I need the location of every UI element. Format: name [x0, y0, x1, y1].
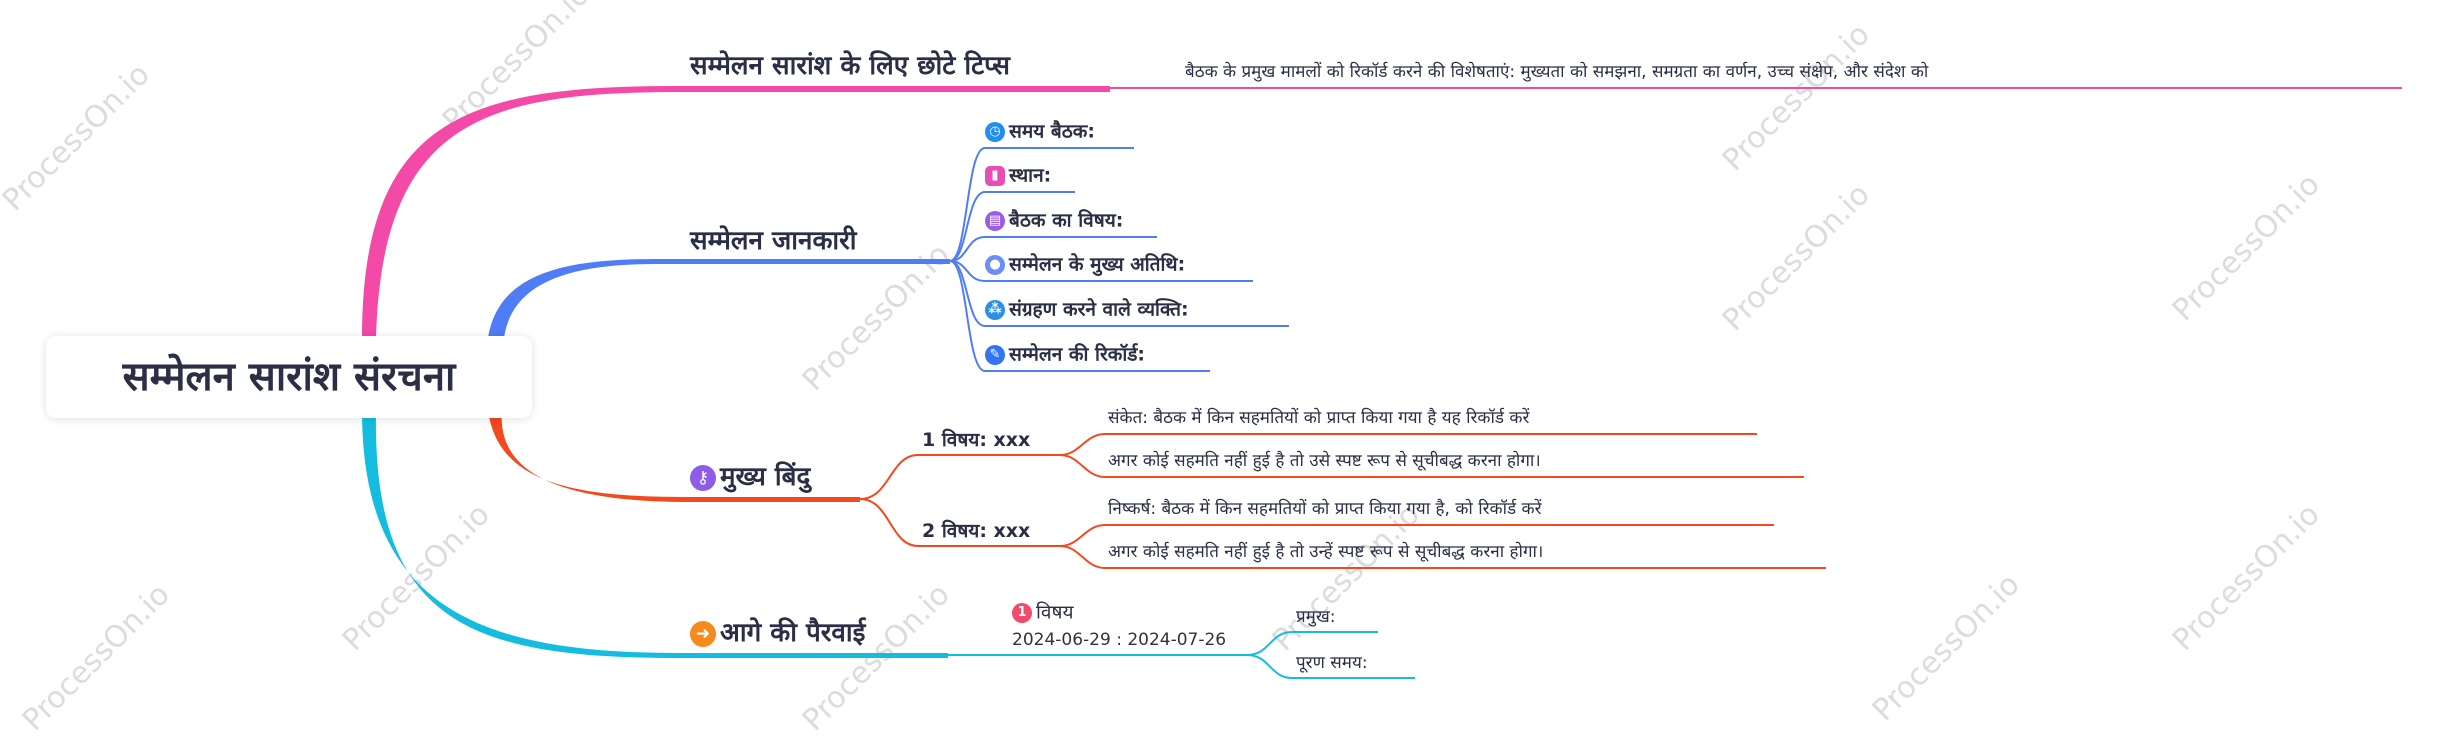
info-item-collector[interactable]: ⁂संग्रहण करने वाले व्यक्ति:: [985, 300, 1189, 320]
location-icon: ▮: [985, 166, 1005, 186]
followup-task-dates: 2024-06-29 : 2024-07-26: [1012, 630, 1227, 650]
info-item-record[interactable]: ✎सम्मेलन की रिकॉर्ड:: [985, 345, 1145, 365]
followup-task-label: विषय: [1036, 601, 1074, 624]
followup-completion-time[interactable]: पूरण समय:: [1296, 653, 1368, 673]
info-item-time[interactable]: ◷समय बैठक:: [985, 122, 1095, 142]
info-item-guest[interactable]: ●सम्मेलन के मुख्य अतिथि:: [985, 255, 1185, 275]
cyan-sub-connectors: [948, 631, 1415, 679]
info-item-collector-label: संग्रहण करने वाले व्यक्ति:: [1009, 298, 1189, 321]
keypoint-topic-1[interactable]: 1 विषय: xxx: [922, 429, 1031, 451]
branch-tips-title[interactable]: सम्मेलन सारांश के लिए छोटे टिप्स: [690, 51, 1010, 81]
clock-icon: ◷: [985, 122, 1005, 142]
arrow-right-icon: ➜: [690, 620, 716, 647]
info-item-time-label: समय बैठक:: [1009, 120, 1095, 143]
pencil-icon: ✎: [985, 345, 1005, 365]
branch-keypoints-label: मुख्य बिंदु: [720, 462, 811, 492]
key-icon: ⚷: [690, 464, 716, 491]
person-icon: ●: [985, 255, 1005, 275]
keypoint-2-note-1[interactable]: निष्कर्ष: बैठक में किन सहमतियों को प्राप…: [1108, 499, 1542, 519]
keypoint-topic-2[interactable]: 2 विषय: xxx: [922, 520, 1031, 542]
red-sub-connectors: [859, 433, 1826, 569]
keypoint-1-note-1[interactable]: संकेत: बैठक में किन सहमतियों को प्राप्त …: [1108, 408, 1530, 428]
blue-sub-connectors: [949, 147, 1289, 372]
branch-blue-connector: [488, 259, 950, 338]
info-item-topic-label: बैठक का विषय:: [1009, 209, 1124, 232]
branch-info-title[interactable]: सम्मेलन जानकारी: [690, 226, 857, 256]
root-topic[interactable]: सम्मेलन सारांश संरचना: [46, 336, 532, 418]
info-item-topic[interactable]: ▤बैठक का विषय:: [985, 211, 1123, 231]
group-icon: ⁂: [985, 300, 1005, 320]
keypoint-2-note-2[interactable]: अगर कोई सहमति नहीं हुई है तो उन्हें स्पष…: [1108, 542, 1544, 562]
branch-keypoints-title[interactable]: ⚷मुख्य बिंदु: [690, 464, 810, 491]
topic-icon: ▤: [985, 211, 1005, 231]
followup-owner[interactable]: प्रमुख:: [1296, 607, 1336, 627]
branch-followup-title[interactable]: ➜आगे की पैरवाई: [690, 620, 865, 647]
info-item-guest-label: सम्मेलन के मुख्य अतिथि:: [1009, 253, 1186, 276]
info-item-record-label: सम्मेलन की रिकॉर्ड:: [1009, 343, 1146, 366]
branch-followup-label: आगे की पैरवाई: [720, 618, 866, 648]
priority-badge: 1: [1012, 603, 1032, 623]
branch-tips-note[interactable]: बैठक के प्रमुख मामलों को रिकॉर्ड करने की…: [1185, 62, 1929, 82]
keypoint-1-note-2[interactable]: अगर कोई सहमति नहीं हुई है तो उसे स्पष्ट …: [1108, 451, 1541, 471]
info-item-place-label: स्थान:: [1009, 164, 1052, 187]
info-item-place[interactable]: ▮स्थान:: [985, 166, 1051, 186]
